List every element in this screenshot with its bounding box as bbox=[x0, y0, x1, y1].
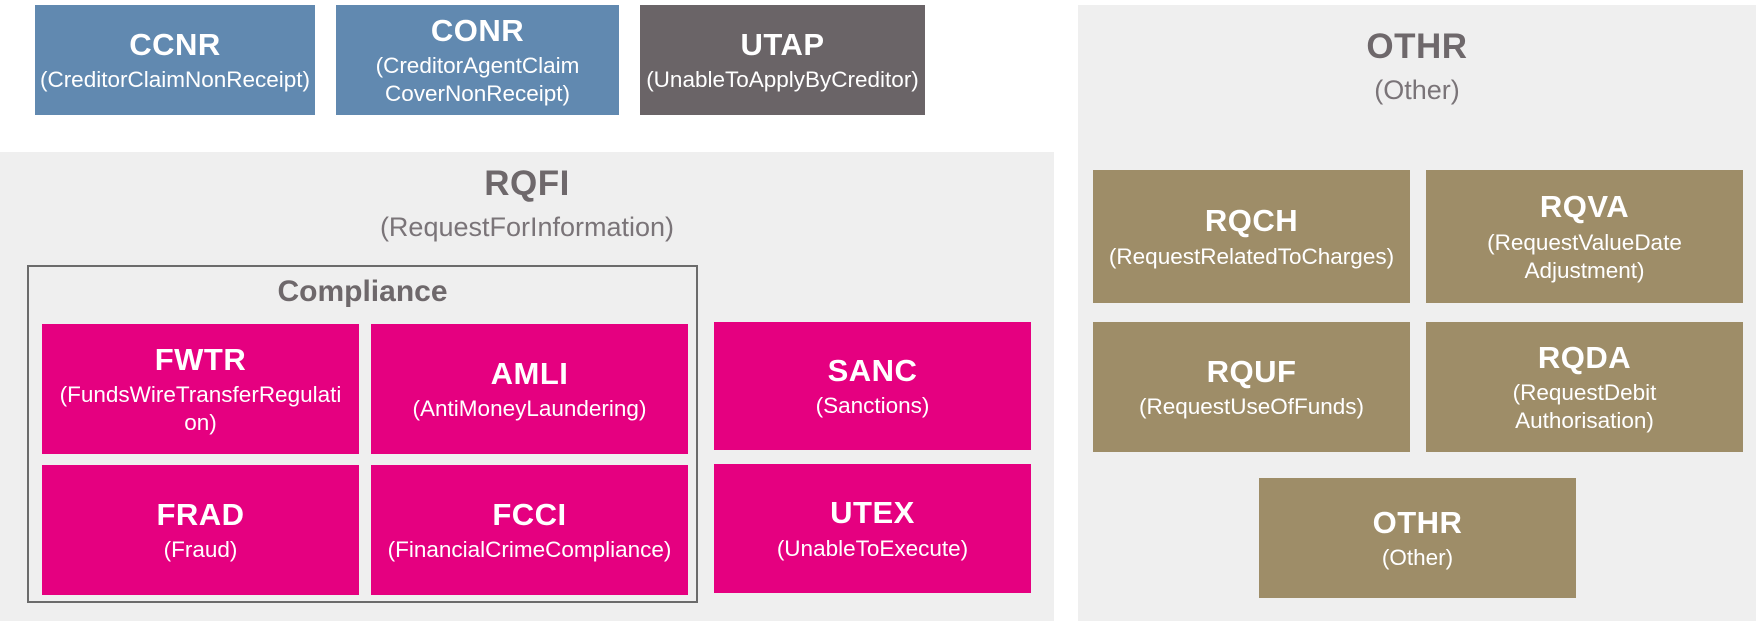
box-rquf-code: RQUF bbox=[1206, 353, 1297, 389]
box-rqva-name: (RequestValueDate Adjustment) bbox=[1487, 229, 1682, 283]
othr-name: (Other) bbox=[1374, 75, 1460, 105]
box-ccnr: CCNR (CreditorClaimNonReceipt) bbox=[35, 5, 315, 115]
box-utex: UTEX (UnableToExecute) bbox=[714, 464, 1031, 593]
box-frad-code: FRAD bbox=[156, 496, 245, 532]
othr-code: OTHR bbox=[1366, 27, 1468, 66]
box-utap-code: UTAP bbox=[740, 26, 825, 62]
box-rqda-name: (RequestDebit Authorisation) bbox=[1512, 380, 1657, 434]
box-amli-code: AMLI bbox=[490, 355, 569, 391]
box-rqda-code: RQDA bbox=[1537, 339, 1632, 375]
box-othr-name: (Other) bbox=[1381, 545, 1454, 571]
box-conr: CONR (CreditorAgentClaim CoverNonReceipt… bbox=[336, 5, 619, 115]
box-rqch: RQCH (RequestRelatedToCharges) bbox=[1093, 170, 1410, 303]
box-rqch-code: RQCH bbox=[1204, 203, 1299, 239]
compliance-title: Compliance bbox=[277, 275, 448, 308]
box-rquf-name: (RequestUseOfFunds) bbox=[1138, 394, 1365, 420]
box-amli: AMLI (AntiMoneyLaundering) bbox=[371, 324, 688, 454]
box-fwtr-name: (FundsWireTransferRegulati on) bbox=[59, 382, 342, 436]
othr-section-title: OTHR (Other) bbox=[1078, 27, 1756, 106]
box-othr: OTHR (Other) bbox=[1259, 478, 1576, 598]
box-conr-code: CONR bbox=[430, 12, 525, 48]
box-rqch-name: (RequestRelatedToCharges) bbox=[1108, 243, 1395, 269]
othr-section: OTHR (Other) RQCH (RequestRelatedToCharg… bbox=[1078, 5, 1756, 621]
box-sanc: SANC (Sanctions) bbox=[714, 322, 1031, 450]
rqfi-section: RQFI (RequestForInformation) Compliance … bbox=[0, 152, 1054, 621]
box-rqva-code: RQVA bbox=[1539, 189, 1630, 224]
box-rquf: RQUF (RequestUseOfFunds) bbox=[1093, 322, 1410, 452]
box-frad-name: (Fraud) bbox=[163, 537, 238, 563]
compliance-group: Compliance FWTR (FundsWireTransferRegula… bbox=[27, 265, 698, 603]
box-rqda: RQDA (RequestDebit Authorisation) bbox=[1426, 322, 1743, 452]
box-utap-name: (UnableToApplyByCreditor) bbox=[646, 67, 919, 93]
box-conr-name: (CreditorAgentClaim CoverNonReceipt) bbox=[375, 53, 580, 107]
rqfi-section-title: RQFI (RequestForInformation) bbox=[0, 164, 1054, 243]
box-utap: UTAP (UnableToApplyByCreditor) bbox=[640, 5, 925, 115]
box-utex-code: UTEX bbox=[830, 495, 915, 531]
box-fwtr-code: FWTR bbox=[154, 341, 247, 377]
box-sanc-name: (Sanctions) bbox=[815, 393, 930, 419]
box-sanc-code: SANC bbox=[827, 352, 918, 388]
rqfi-code: RQFI bbox=[484, 164, 570, 203]
rqfi-name: (RequestForInformation) bbox=[379, 212, 675, 242]
box-amli-name: (AntiMoneyLaundering) bbox=[412, 396, 647, 422]
box-fcci-name: (FinancialCrimeCompliance) bbox=[387, 537, 672, 563]
box-frad: FRAD (Fraud) bbox=[42, 465, 359, 595]
box-fcci: FCCI (FinancialCrimeCompliance) bbox=[371, 465, 688, 595]
box-rqva: RQVA (RequestValueDate Adjustment) bbox=[1426, 170, 1743, 303]
box-othr-code: OTHR bbox=[1372, 504, 1463, 540]
box-utex-name: (UnableToExecute) bbox=[776, 535, 969, 561]
box-fcci-code: FCCI bbox=[492, 496, 567, 532]
box-ccnr-name: (CreditorClaimNonReceipt) bbox=[39, 67, 311, 93]
box-fwtr: FWTR (FundsWireTransferRegulati on) bbox=[42, 324, 359, 454]
box-ccnr-code: CCNR bbox=[129, 26, 221, 62]
